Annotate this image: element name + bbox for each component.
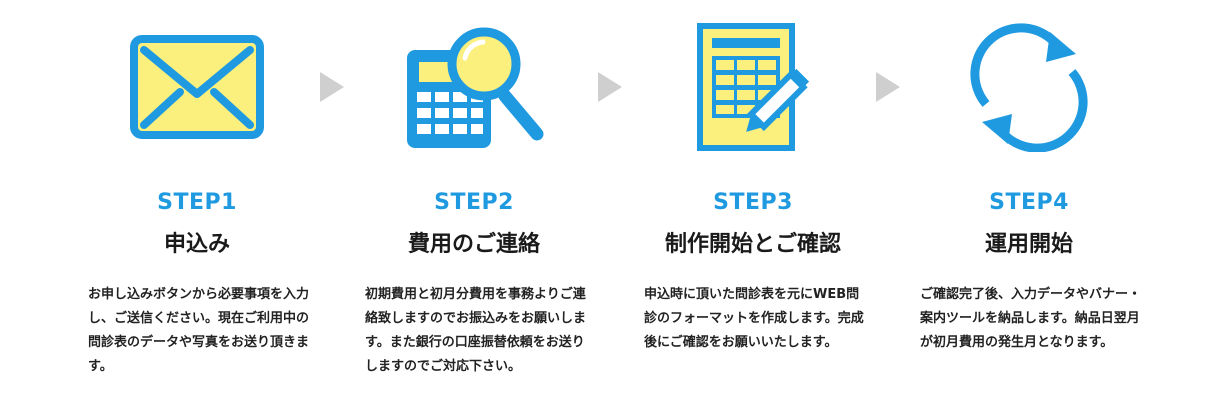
cycle-arrows-icon: [954, 22, 1104, 152]
step-title: 費用のご連絡: [407, 232, 540, 257]
step-1: STEP1 申込み お申し込みボタンから必要事項を入力し、ご送信ください。現在ご…: [72, 0, 322, 412]
step-2: STEP2 費用のご連絡 初期費用と初月分費用を事務よりご連絡致しますのでお振込…: [349, 0, 599, 412]
step-title: 制作開始とご確認: [664, 232, 841, 257]
next-arrow-icon: [320, 72, 344, 102]
step-description: ご確認完了後、入力データやバナー・案内ツールを納品します。納品日翌月が初月費用の…: [920, 287, 1142, 350]
step-number: STEP4: [989, 190, 1069, 215]
step-description: 申込時に頂いた問診表を元にWEB問診のフォーマットを作成します。完成後にご確認を…: [644, 287, 864, 350]
step-title: 申込み: [163, 232, 230, 257]
envelope-icon: [122, 22, 272, 152]
form-pencil-icon: [678, 22, 828, 152]
step-title: 運用開始: [984, 232, 1073, 257]
step-number: STEP2: [434, 190, 514, 215]
step-3: STEP3 制作開始とご確認 申込時に頂いた問診表を元にWEB問診のフォーマット…: [628, 0, 878, 412]
step-description: 初期費用と初月分費用を事務よりご連絡致しますのでお振込みをお願いします。また銀行…: [365, 287, 587, 374]
step-description: お申し込みボタンから必要事項を入力し、ご送信ください。現在ご利用中の問診表のデー…: [88, 287, 310, 374]
calculator-magnifier-icon: [399, 22, 549, 152]
next-arrow-icon: [876, 72, 900, 102]
step-number: STEP3: [713, 190, 793, 215]
next-arrow-icon: [598, 72, 622, 102]
step-number: STEP1: [157, 190, 237, 215]
step-4: STEP4 運用開始 ご確認完了後、入力データやバナー・案内ツールを納品します。…: [904, 0, 1154, 412]
